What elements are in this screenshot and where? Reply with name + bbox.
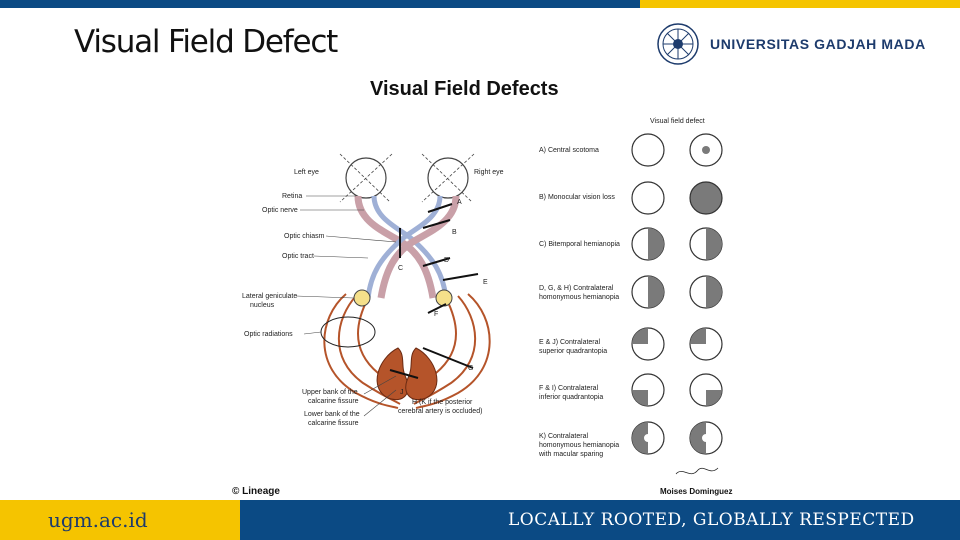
right-eye-drawing: [421, 153, 475, 203]
field-left-f-shade: [632, 390, 648, 406]
left-lgn-drawing: [353, 289, 371, 307]
defect-label: superior quadrantopia: [539, 348, 607, 355]
defect-label: inferior quadrantopia: [539, 394, 603, 401]
lesion-letter: G: [468, 365, 473, 372]
footer-url-panel: ugm.ac.id: [0, 500, 240, 540]
footer-tagline: LOCALLY ROOTED, GLOBALLY RESPECTED: [508, 510, 915, 530]
label-upper-bank-2: calcarine fissure: [308, 398, 359, 405]
defect-label: F & I) Contralateral: [539, 385, 599, 392]
copyright-text: © Lineage: [232, 486, 280, 497]
label-lgn-2: nucleus: [250, 302, 275, 309]
label-retina: Retina: [282, 193, 302, 200]
field-right-k-shade: [690, 422, 706, 454]
occipital-cortex-drawing: [376, 347, 438, 401]
university-logo: UNIVERSITAS GADJAH MADA: [656, 22, 925, 66]
label-lgn-1: Lateral geniculate: [242, 293, 297, 300]
defect-label: D, G, & H) Contralateral: [539, 285, 614, 292]
field-left-k-shade: [632, 422, 648, 454]
footer-bar: ugm.ac.id LOCALLY ROOTED, GLOBALLY RESPE…: [0, 500, 960, 540]
defect-label: C) Bitemporal hemianopia: [539, 241, 620, 248]
visual-field-figure: A B C D E F G J Left eye Right eye Retin…: [228, 108, 748, 498]
label-optic-tract: Optic tract: [282, 253, 314, 260]
field-left-c-shade: [648, 228, 664, 260]
logo-text: UNIVERSITAS GADJAH MADA: [710, 36, 926, 52]
field-left-b: [631, 181, 665, 215]
defect-label: A) Central scotoma: [539, 147, 599, 154]
optic-radiations-outline: [320, 316, 376, 348]
label-upper-bank-1: Upper bank of the: [302, 389, 358, 396]
lesion-letter: B: [452, 229, 457, 236]
label-hk-note-1: H (K if the posterior: [412, 399, 473, 406]
left-eye-drawing: [339, 153, 393, 203]
defect-label: K) Contralateral: [539, 433, 588, 440]
leader-lines: [295, 195, 397, 417]
central-scotoma-spot: [702, 146, 710, 154]
author-name: Moises Dominguez: [660, 487, 732, 496]
lesion-letter: D: [444, 257, 449, 264]
field-right-d-shade: [706, 276, 722, 308]
slide-title: Visual Field Defect: [74, 24, 338, 60]
footer-url: ugm.ac.id: [48, 508, 148, 532]
label-lower-bank-2: calcarine fissure: [308, 420, 359, 427]
defect-label: with macular sparing: [538, 451, 603, 458]
label-right-eye: Right eye: [474, 169, 504, 176]
lesion-letter: C: [398, 265, 403, 272]
figure-title: Visual Field Defects: [370, 78, 559, 100]
field-right-b: [689, 181, 723, 215]
top-accent-bar-gold: [640, 0, 960, 8]
label-left-eye: Left eye: [294, 169, 319, 176]
lesion-letter: F: [434, 311, 438, 318]
right-lgn-drawing: [435, 289, 453, 307]
column-header: Visual field defect: [650, 118, 705, 125]
field-right-f-shade: [706, 390, 722, 406]
lesion-letter: J: [400, 389, 404, 396]
defect-label: homonymous hemianopia: [539, 442, 619, 449]
label-hk-note-2: cerebral artery is occluded): [398, 408, 482, 415]
lesion-letter: E: [483, 279, 488, 286]
field-left-a: [631, 133, 665, 167]
author-signature: [675, 467, 719, 475]
university-seal-icon: [657, 23, 699, 65]
defect-label: B) Monocular vision loss: [539, 194, 615, 201]
label-optic-chiasm: Optic chiasm: [284, 233, 325, 240]
defect-label: homonymous hemianopia: [539, 294, 619, 301]
field-left-d-shade: [648, 276, 664, 308]
label-optic-nerve: Optic nerve: [262, 207, 298, 214]
field-right-e-shade: [690, 328, 706, 344]
visual-pathway-drawing: [323, 195, 491, 409]
label-optic-radiations: Optic radiations: [244, 331, 293, 338]
label-lower-bank-1: Lower bank of the: [304, 411, 360, 418]
top-accent-bar-blue: [0, 0, 640, 8]
lesion-markers: [389, 203, 479, 379]
field-left-e-shade: [632, 328, 648, 344]
lesion-letter: A: [457, 199, 462, 206]
field-right-c-shade: [706, 228, 722, 260]
defect-label: E & J) Contralateral: [539, 339, 601, 346]
